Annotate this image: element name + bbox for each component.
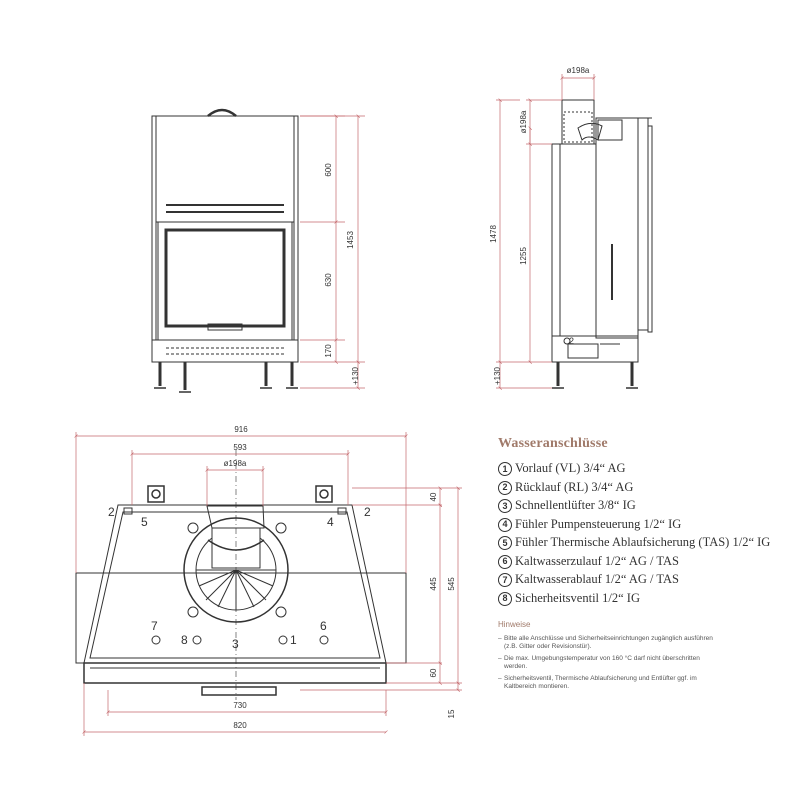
top-label-3: 3 xyxy=(232,637,239,651)
top-dim-730: 730 xyxy=(233,701,247,710)
top-label-2-right: 2 xyxy=(364,505,371,519)
legend-title: Wasseranschlüsse xyxy=(498,436,608,451)
legend-item-label: Fühler Thermische Ablaufsicherung (TAS) … xyxy=(515,535,771,549)
hint-item: Bitte alle Anschlüsse und Sicherheitsein… xyxy=(498,635,714,652)
top-door-handle xyxy=(201,686,277,696)
front-glass xyxy=(164,228,286,328)
top-bolt-tl xyxy=(187,522,199,534)
number-badge: 5 xyxy=(498,536,512,550)
number-badge: 1 xyxy=(498,462,512,476)
front-feet-pads xyxy=(154,387,298,393)
top-label-1: 1 xyxy=(290,633,297,647)
front-view xyxy=(151,108,299,393)
legend-item-label: Vorlauf (VL) 3/4“ AG xyxy=(515,461,626,475)
top-dim-15: 15 xyxy=(447,709,456,718)
side-back-panel xyxy=(551,143,561,337)
legend-item-label: Kaltwasserzulauf 1/2“ AG / TAS xyxy=(515,553,680,568)
side-dim-1478: 1478 xyxy=(489,225,498,243)
number-badge: 2 xyxy=(498,480,512,495)
top-dim-445: 445 xyxy=(429,577,438,591)
front-dim-1453: 1453 xyxy=(346,231,355,249)
top-dim-545: 545 xyxy=(447,577,456,591)
top-bolt-tr xyxy=(275,522,287,534)
legend-item-label: Rücklauf (RL) 3/4“ AG xyxy=(515,479,634,494)
side-dim-1255: 1255 xyxy=(519,247,528,265)
side-dimensions xyxy=(496,74,594,388)
top-view xyxy=(75,450,407,700)
side-dim-flue-top: ø198a xyxy=(567,66,590,75)
top-dim-820: 820 xyxy=(233,721,247,730)
side-base xyxy=(551,335,639,363)
front-feet xyxy=(158,362,294,390)
front-dim-170: 170 xyxy=(324,344,333,358)
top-dim-40: 40 xyxy=(429,492,438,501)
legend-item-label: Sicherheitsventil 1/2“ IG xyxy=(515,590,640,605)
number-badge: 4 xyxy=(498,517,512,532)
front-dim-600: 600 xyxy=(324,163,333,177)
side-body xyxy=(559,143,597,337)
front-hood xyxy=(155,115,295,223)
side-port-label: 2 xyxy=(569,336,574,346)
top-bottom-ports xyxy=(151,635,329,645)
top-base-plate xyxy=(75,572,407,664)
legend-item-label: Schnellentlüfter 3/8“ IG xyxy=(515,498,636,512)
front-dimensions xyxy=(300,116,365,388)
hints-list: Bitte alle Anschlüsse und Sicherheitsein… xyxy=(498,635,788,692)
top-front-bar xyxy=(83,662,387,684)
top-label-5: 5 xyxy=(141,515,148,529)
number-badge: 3 xyxy=(498,499,512,513)
number-badge: 6 xyxy=(498,554,512,569)
top-label-8: 8 xyxy=(181,633,188,647)
side-feet xyxy=(556,362,634,386)
top-label-2-left: 2 xyxy=(108,505,115,519)
front-handle xyxy=(207,323,243,331)
front-door-frame xyxy=(157,221,293,341)
legend-item-label: Fühler Pumpensteuerung 1/2“ IG xyxy=(515,516,682,531)
side-dim-flue-side: ø198a xyxy=(519,110,528,133)
hint-item: Sicherheitsventil, Thermische Ablaufsich… xyxy=(498,675,714,692)
front-dim-feet: +130 xyxy=(351,366,360,385)
front-body xyxy=(151,115,299,341)
side-front-frame xyxy=(595,117,639,339)
number-badge: 7 xyxy=(498,573,512,587)
top-bolt-br xyxy=(275,606,287,618)
front-flue-collar xyxy=(207,108,237,117)
side-port-2 xyxy=(563,337,571,345)
side-view xyxy=(551,99,653,389)
top-dimensions xyxy=(76,432,462,736)
side-dim-feet: +130 xyxy=(493,366,502,385)
top-flue-housing xyxy=(206,505,265,529)
top-connection-nuts xyxy=(147,485,333,503)
top-dim-593: 593 xyxy=(233,443,247,452)
hints-title: Hinweise xyxy=(498,619,531,629)
top-dim-60: 60 xyxy=(429,668,438,677)
number-badge: 8 xyxy=(498,591,512,606)
top-label-6: 6 xyxy=(320,619,327,633)
top-bolt-bl xyxy=(187,606,199,618)
top-dim-flue: ø198a xyxy=(224,459,247,468)
front-base xyxy=(151,339,299,363)
top-dim-916: 916 xyxy=(234,425,248,434)
top-label-4: 4 xyxy=(327,515,334,529)
legend-item-label: Kaltwasserablauf 1/2“ AG / TAS xyxy=(515,572,680,586)
front-dim-630: 630 xyxy=(324,273,333,287)
hint-item: Die max. Umgebungstemperatur von 160 °C … xyxy=(498,655,714,672)
top-label-7: 7 xyxy=(151,619,158,633)
